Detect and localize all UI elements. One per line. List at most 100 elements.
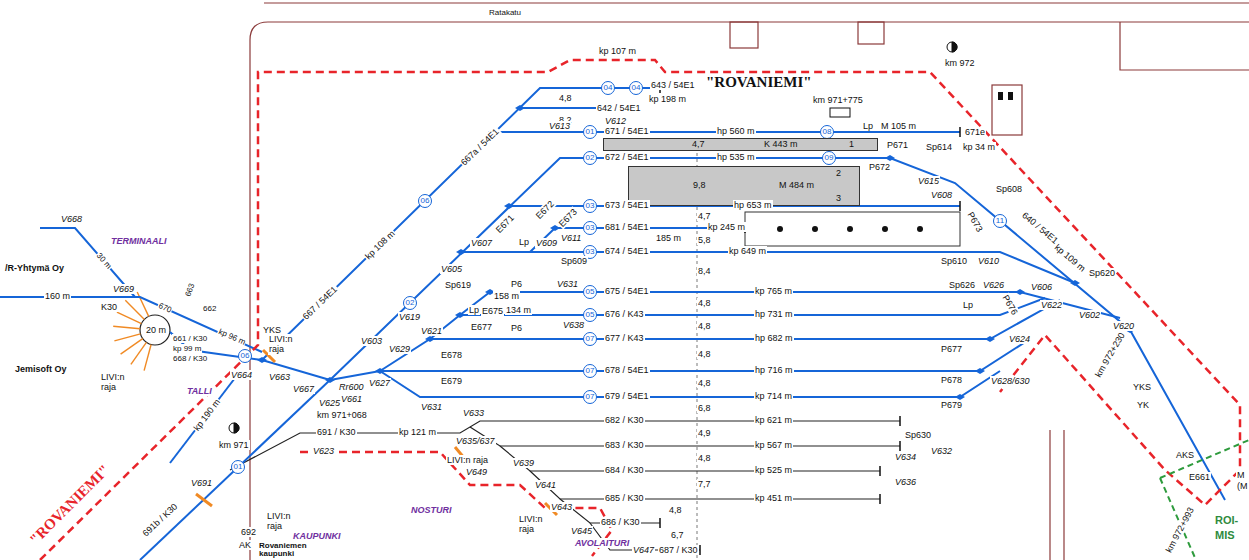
map-label: P6 [510,323,523,333]
track-number: 07 [583,364,597,378]
switch-name: V611 [560,233,582,243]
map-label: 681 / 54E1 [604,222,650,232]
switch-name: V634 [894,452,917,462]
switch-name: V605 [440,264,463,274]
map-label: 185 m [655,233,682,243]
map-label: P679 [940,400,963,410]
map-label: P677 [940,344,963,354]
railway-track [262,88,660,360]
map-label: Lp [468,305,480,315]
platform-label: 9,8 [693,180,706,191]
turntable [117,312,141,324]
map-label: 670 [156,301,174,316]
street-outline [992,85,1022,135]
switch-name: V603 [360,336,383,346]
railway-track [380,371,1000,397]
map-label: 6,7 [670,530,685,540]
track-number: 07 [583,332,597,346]
map-label: km 972+230 [1093,330,1128,380]
map-label: Lp [518,237,530,247]
track-number: 03 [583,199,597,213]
map-label: 671e [964,127,986,137]
map-label: P673 [965,209,985,234]
switch-name: V669 [112,284,135,294]
switch-name: V629 [388,344,411,354]
map-label: 663 [183,281,197,299]
platform-outline [917,226,923,232]
switch-name: V619 [398,312,421,322]
switch-name: V612 [604,116,627,126]
map-label: 20 m [145,325,167,335]
area-boundary [300,452,612,556]
area-name: TERMINAALI [110,236,168,246]
switch-name: V631 [556,279,579,289]
switch-symbol [455,312,465,318]
map-label: kp 108 m [362,228,397,263]
map-label: kp 96 m [216,327,248,348]
map-label: Lp [962,300,974,310]
map-label: kp 567 m [754,440,793,450]
street-outline [1120,22,1249,70]
map-label: Sp630 [904,430,932,440]
platform-label: K 443 m [764,139,798,150]
map-label: 691 / K30 [316,427,357,437]
switch-name: V649 [465,467,488,477]
map-label: Sp620 [1088,268,1116,278]
railway-track [330,158,1225,500]
map-label: kp 245 m [707,222,746,232]
track-number-text: 08 [823,128,832,136]
map-label: 160 m [44,291,71,301]
street-outline [250,3,1249,560]
map-label: hp 716 m [754,365,794,375]
switch-name: V632 [930,446,953,456]
buffer-stop [699,545,701,555]
map-label: M [1236,470,1246,480]
k30-track [230,421,900,470]
map-label: 8,4 [697,266,712,276]
map-label: 6,8 [697,403,712,413]
map-label: E679 [440,376,463,386]
railway-track [430,298,1045,339]
buffer-stop [879,494,881,504]
border-note: LIVI:n raja [266,511,292,532]
neighbour-boundary [1160,478,1196,560]
border-note: LIVI:n raja [268,334,294,355]
k30-track [530,471,880,499]
area-title: "ROVANIEMI" [26,461,114,549]
switch-symbol [325,377,335,383]
map-label: km 972 [944,58,976,68]
track-number-text: 03 [586,248,595,256]
turntable [114,334,140,341]
track-number-text: 01 [586,128,595,136]
map-label: 686 / K30 [600,517,641,527]
map-label: Lp [862,121,874,131]
switch-name: V641 [534,480,557,490]
map-label: 4,9 [697,428,712,438]
map-label: 682 / K30 [604,415,645,425]
map-label: AK [238,540,252,550]
livi-border-mark [196,494,212,506]
switch-name: V624 [1008,334,1031,344]
track-number: 04 [601,81,615,95]
track-number-text: 06 [241,352,250,360]
map-label: AKS [1175,450,1195,460]
map-label: 677 / K43 [604,333,645,343]
map-label: hp 535 m [716,152,756,162]
platform-label: 2 [836,168,841,179]
platform-outline [745,212,960,246]
street-outline [730,22,758,48]
map-label: hp 682 m [754,333,794,343]
signal-box [998,92,1003,100]
street-outline [858,22,884,44]
switch-name: V613 [548,121,571,131]
km-marker [234,423,239,433]
map-label: 5,8 [697,235,712,245]
station-building [830,108,850,117]
km-marker [229,423,239,433]
owner-name: Jemisoft Oy [14,364,68,374]
switch-name: V643 [550,502,573,512]
switch-name: V620 [1112,321,1135,331]
area-name: AVOLAITURI [574,538,630,548]
switch-name: V636 [894,477,917,487]
switch-name: V661 [340,394,363,404]
